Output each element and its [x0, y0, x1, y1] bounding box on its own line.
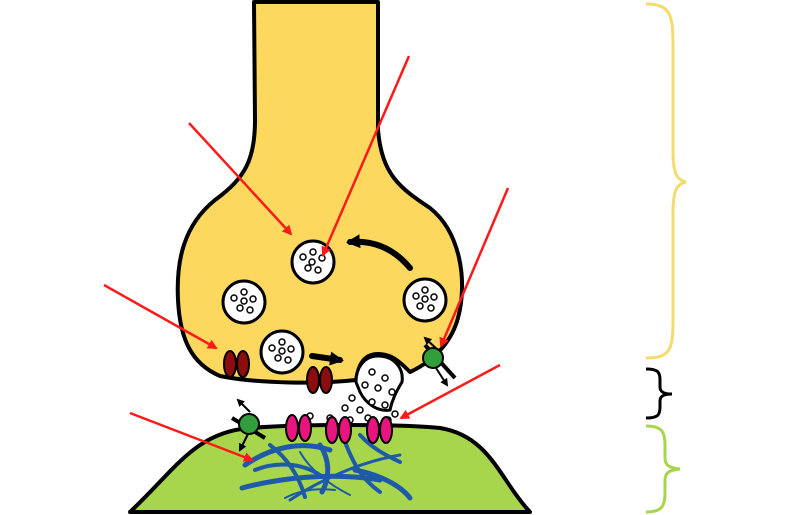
pointer-arrow: [321, 55, 411, 257]
receptor: [325, 416, 352, 444]
brace-synaptic-cleft: [645, 367, 673, 420]
presynaptic-terminal: [175, 0, 465, 385]
pointer-arrow: [188, 122, 293, 236]
receptor: [366, 416, 393, 444]
synaptic-vesicle: [402, 277, 448, 323]
calcium-channel: [223, 350, 250, 378]
pointer-arrow: [399, 363, 501, 420]
reuptake-pump-postsynaptic: [230, 398, 267, 452]
pointer-arrow: [129, 411, 254, 462]
pointer-arrow: [439, 187, 510, 348]
synaptic-vesicle: [290, 239, 336, 285]
calcium-channels: [223, 350, 333, 394]
vesicle-recycling-arrow: [346, 234, 413, 271]
postsynaptic-receptors: [285, 414, 393, 444]
brace-postsynaptic: [645, 424, 681, 514]
reuptake-pump-presynaptic: [422, 336, 457, 387]
vesicle-transport-arrow: [309, 351, 344, 366]
synaptic-vesicles: [221, 239, 448, 375]
synaptic-vesicle: [259, 329, 305, 375]
pointer-arrows: [103, 55, 510, 462]
calcium-channel: [306, 366, 333, 394]
synaptic-vesicle: [221, 279, 267, 325]
cytoskeleton-filaments: [239, 433, 413, 502]
receptor: [285, 414, 312, 442]
pointer-arrow: [103, 283, 218, 350]
fusing-vesicle: [354, 354, 404, 412]
brace-presynaptic: [645, 2, 687, 360]
